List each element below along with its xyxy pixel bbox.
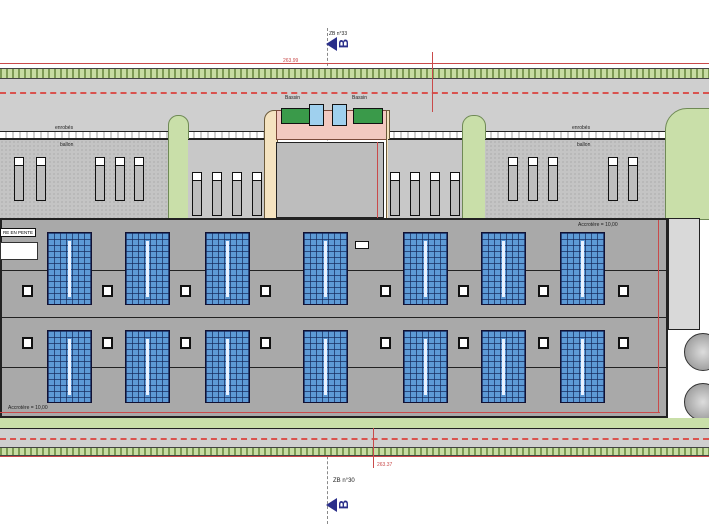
green-area-east xyxy=(665,108,709,220)
skylight xyxy=(458,285,469,297)
parapet-label-right: Accrotère = 10,00 xyxy=(578,222,618,228)
truck xyxy=(450,172,460,216)
solar-panel-array xyxy=(205,330,250,403)
sprinkler-tank-2 xyxy=(684,383,709,421)
technical-annex xyxy=(668,218,700,330)
truck xyxy=(548,157,558,201)
truck xyxy=(410,172,420,216)
parapet-label: Accrotère = 10,00 xyxy=(8,405,48,411)
crosswalk-mid-left xyxy=(188,131,265,139)
truck xyxy=(252,172,262,216)
skylight xyxy=(180,337,191,349)
solar-panel-array xyxy=(303,232,348,305)
north-parcel-label: ZB n°33 xyxy=(329,31,348,37)
south-parcel-label: ZB n°30 xyxy=(333,478,355,484)
skylight xyxy=(618,285,629,297)
solar-panel-array xyxy=(403,330,448,403)
skylight xyxy=(538,285,549,297)
basin-label-right: Bassin xyxy=(352,95,368,101)
skylight xyxy=(380,285,391,297)
section-marker-arrow-icon xyxy=(326,498,337,512)
solar-panel-array xyxy=(205,232,250,305)
crosswalk-right xyxy=(485,131,665,139)
truck xyxy=(115,157,125,201)
dock-label-left: ballon xyxy=(60,142,74,148)
solar-panel-array xyxy=(125,232,170,305)
bottom-level-label: 263.37 xyxy=(377,462,393,468)
skylight xyxy=(618,337,629,349)
tank-left xyxy=(309,104,324,126)
solar-panel-array xyxy=(481,330,526,403)
solar-panel-array xyxy=(47,330,92,403)
solar-panel-array xyxy=(47,232,92,305)
truck xyxy=(628,157,638,201)
top-level-label: 263.99 xyxy=(283,58,299,64)
top-hedge xyxy=(0,68,709,79)
solar-panel-array xyxy=(303,330,348,403)
office-boundary xyxy=(377,142,378,218)
truck xyxy=(192,172,202,216)
truck xyxy=(528,157,538,201)
crosswalk-left xyxy=(0,131,168,139)
solar-panel-array xyxy=(560,330,605,403)
north-road-centerline xyxy=(0,92,709,94)
truck xyxy=(390,172,400,216)
skylight xyxy=(102,337,113,349)
dimension-arrow xyxy=(432,52,433,112)
green-island-right xyxy=(462,115,486,220)
truck xyxy=(508,157,518,201)
basin-left xyxy=(281,108,311,124)
roof-ridge-2 xyxy=(0,317,668,318)
skylight xyxy=(538,337,549,349)
truck xyxy=(36,157,46,201)
skylight xyxy=(260,285,271,297)
skylight xyxy=(458,337,469,349)
bottom-boundary-line xyxy=(0,456,709,457)
green-island-left xyxy=(168,115,189,220)
dock-area-mid-right xyxy=(388,139,462,219)
basin-label-left: Bassin xyxy=(285,95,301,101)
skylight xyxy=(380,337,391,349)
solar-panel-array xyxy=(560,232,605,305)
truck xyxy=(95,157,105,201)
top-boundary-line xyxy=(0,63,709,64)
crosswalk-mid-right xyxy=(388,131,462,139)
section-marker-top: B xyxy=(336,38,352,49)
tank-right xyxy=(332,104,347,126)
roof-boundary-bottom xyxy=(0,412,660,413)
section-marker-arrow-icon xyxy=(326,37,337,51)
skylight xyxy=(102,285,113,297)
area-label-box xyxy=(355,241,370,249)
skylight xyxy=(180,285,191,297)
dimension-arrow-south xyxy=(373,428,374,468)
truck xyxy=(608,157,618,201)
solar-panel-array xyxy=(481,232,526,305)
road-label-right: enrobés xyxy=(572,125,591,131)
truck xyxy=(134,157,144,201)
office-building xyxy=(276,142,384,218)
roof-info-box xyxy=(0,242,38,260)
truck xyxy=(232,172,242,216)
skylight xyxy=(22,337,33,349)
solar-panel-array xyxy=(125,330,170,403)
road-label-left: enrobés xyxy=(55,125,74,131)
skylight xyxy=(22,285,33,297)
roof-boundary-right xyxy=(658,220,659,412)
roof-type-label: RE EN PENTE xyxy=(0,228,37,237)
truck xyxy=(430,172,440,216)
skylight xyxy=(260,337,271,349)
solar-panel-array xyxy=(403,232,448,305)
south-green-strip xyxy=(0,418,709,429)
basin-right xyxy=(353,108,383,124)
truck xyxy=(212,172,222,216)
truck xyxy=(14,157,24,201)
section-marker-bottom: B xyxy=(336,499,352,510)
south-road-centerline xyxy=(0,438,709,440)
bottom-hedge xyxy=(0,447,709,456)
dock-label-right: ballon xyxy=(577,142,591,148)
sprinkler-tank-1 xyxy=(684,333,709,371)
